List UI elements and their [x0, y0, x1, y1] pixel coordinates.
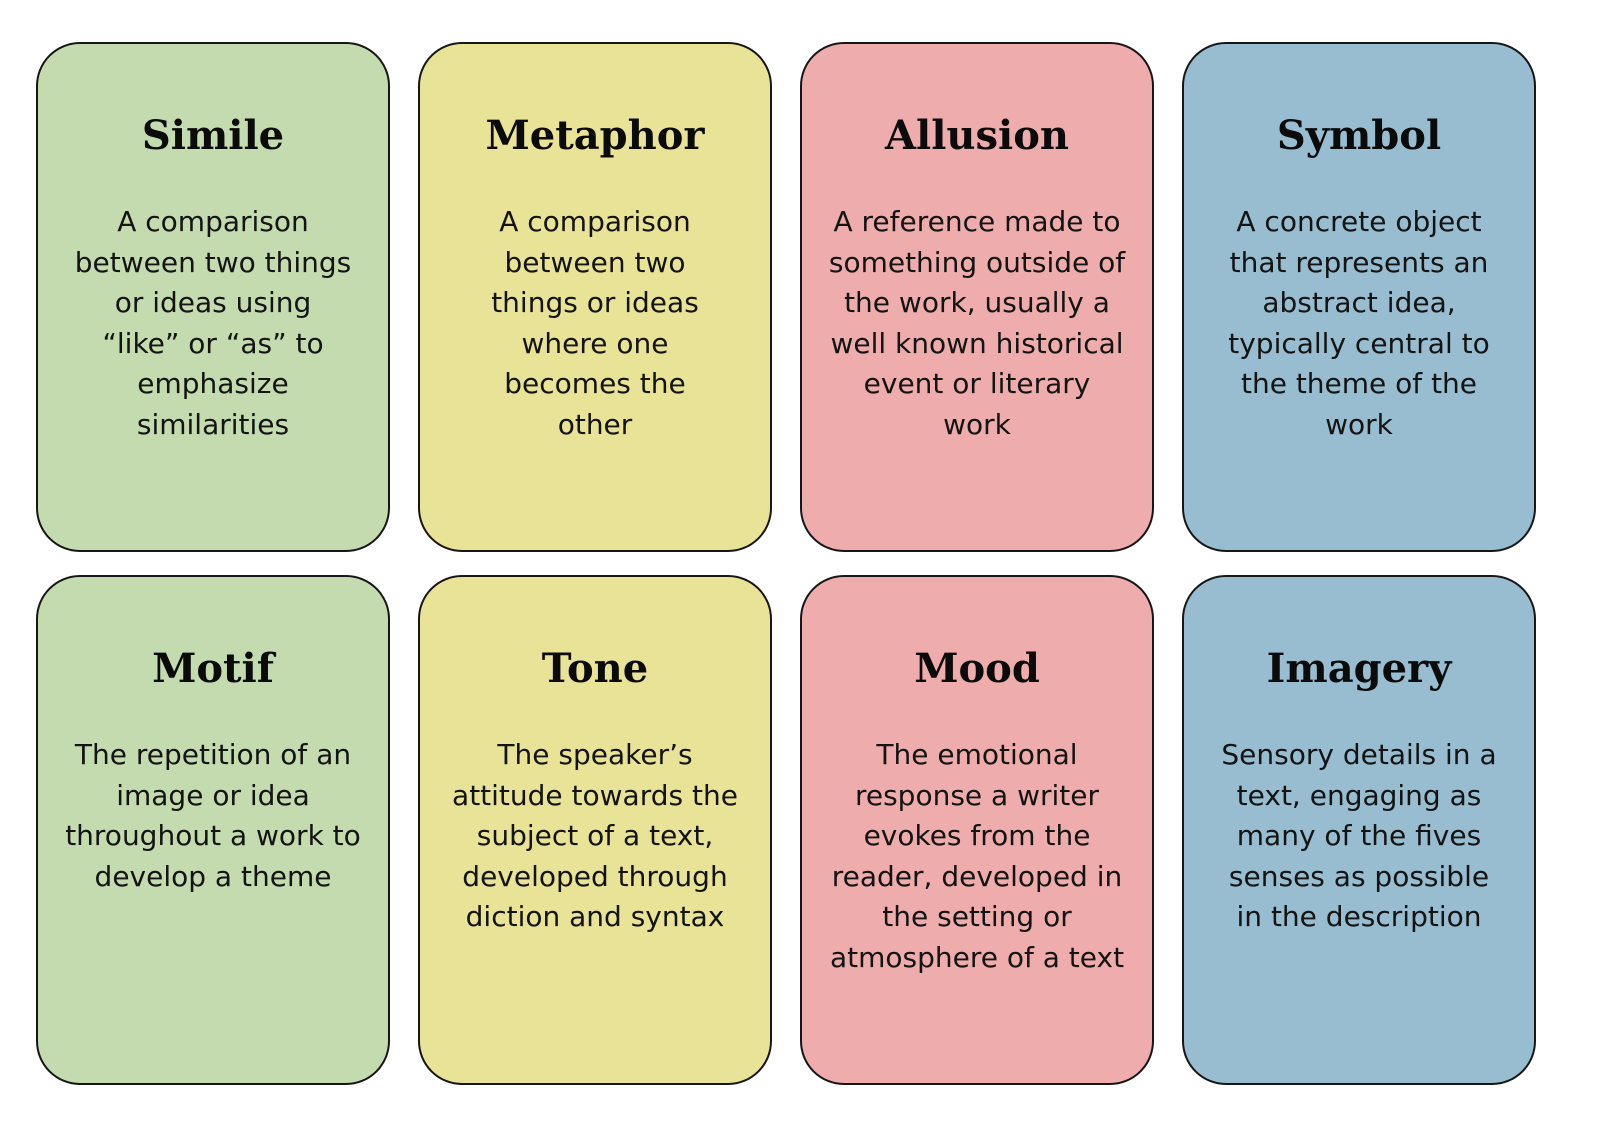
card-metaphor: Metaphor A comparison between two things…: [418, 42, 772, 552]
card-definition: The emotional response a writer evokes f…: [829, 738, 1125, 974]
card-definition: A comparison between two things or ideas…: [74, 205, 352, 441]
card-definition: The speaker’s attitude towards the subje…: [452, 738, 738, 933]
card-simile: Simile A comparison between two things o…: [36, 42, 390, 552]
card-motif: Motif The repetition of an image or idea…: [36, 575, 390, 1085]
card-title: Allusion: [885, 112, 1069, 159]
card-title: Metaphor: [485, 112, 705, 159]
card-title: Symbol: [1276, 112, 1442, 159]
card-tone: Tone The speaker’s attitude towards the …: [418, 575, 772, 1085]
card-definition: A comparison between two things or ideas…: [491, 205, 699, 441]
card-definition: A concrete object that represents an abs…: [1228, 205, 1490, 441]
card-title: Simile: [141, 112, 285, 159]
card-definition: Sensory details in a text, engaging as m…: [1221, 738, 1497, 933]
card-definition: A reference made to something outside of…: [828, 205, 1126, 441]
card-title: Imagery: [1266, 645, 1452, 692]
card-grid: Simile A comparison between two things o…: [36, 42, 1536, 1085]
card-mood: Mood The emotional response a writer evo…: [800, 575, 1154, 1085]
card-allusion: Allusion A reference made to something o…: [800, 42, 1154, 552]
card-definition: The repetition of an image or idea throu…: [65, 738, 361, 893]
card-title: Tone: [541, 645, 649, 692]
card-imagery: Imagery Sensory details in a text, engag…: [1182, 575, 1536, 1085]
card-title: Motif: [152, 645, 274, 692]
card-title: Mood: [914, 645, 1040, 692]
card-symbol: Symbol A concrete object that represents…: [1182, 42, 1536, 552]
